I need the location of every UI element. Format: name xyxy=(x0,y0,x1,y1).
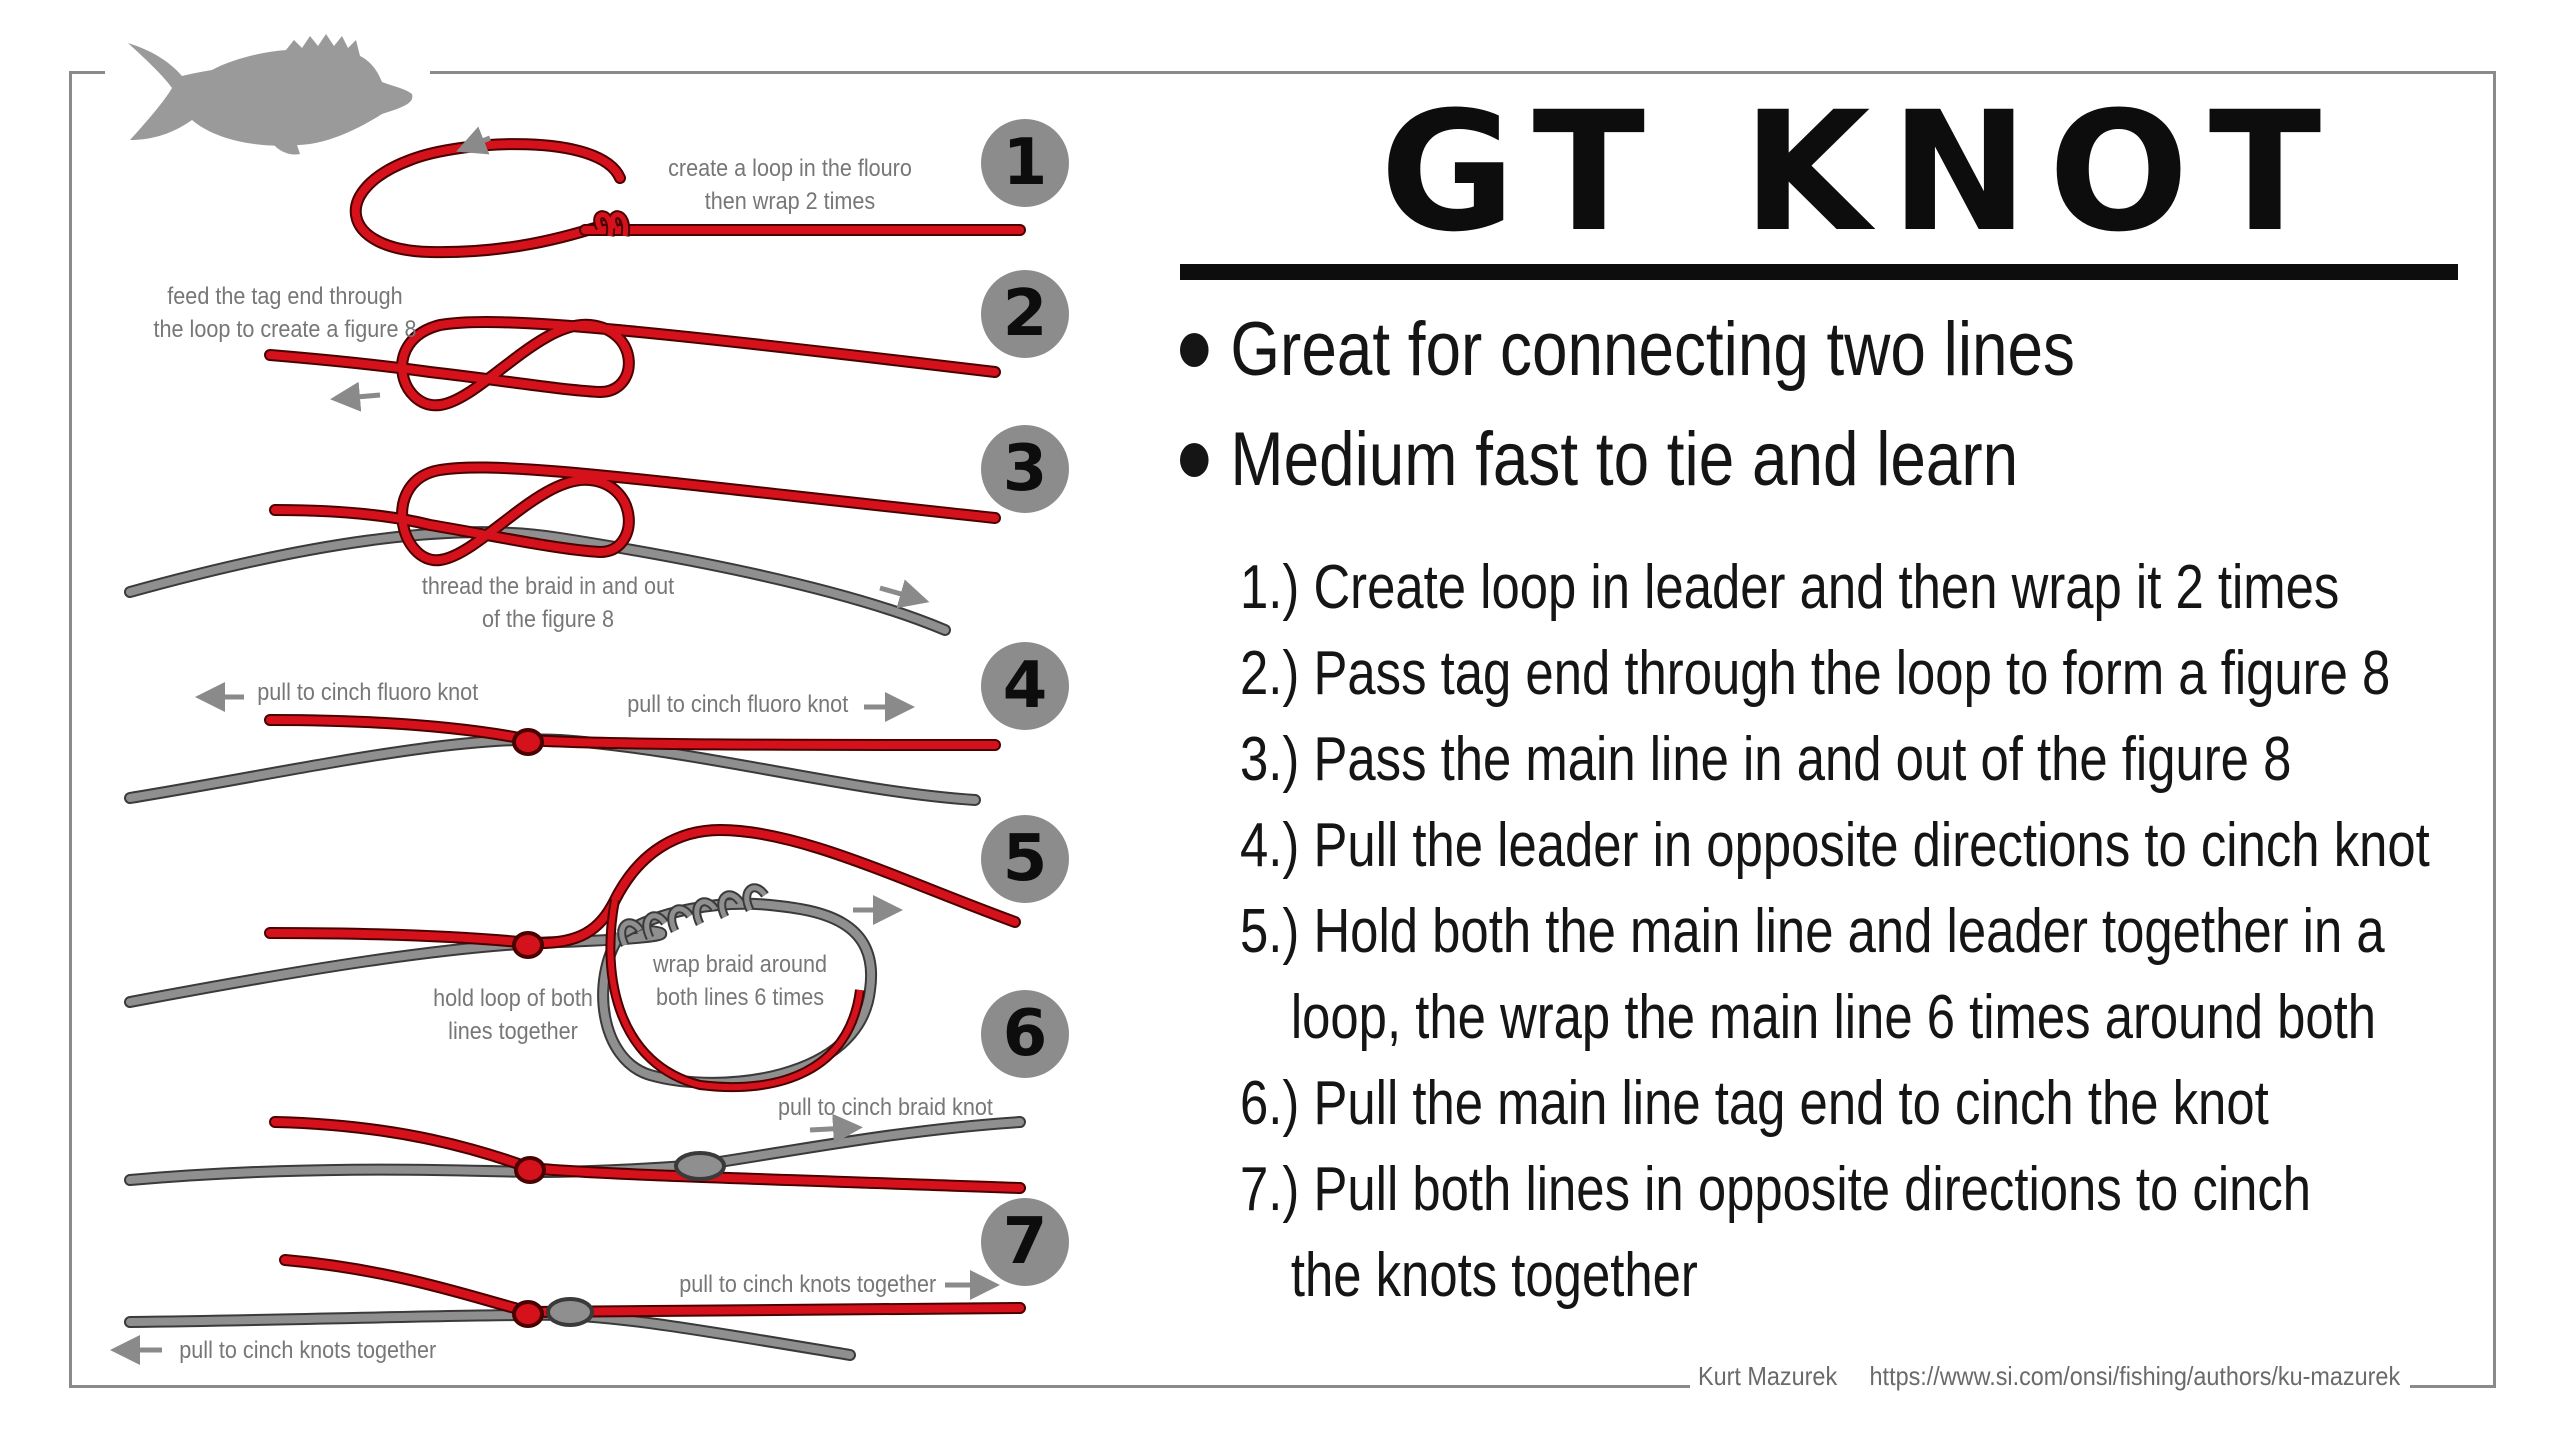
caption-line: create a loop in the flouro xyxy=(668,155,912,182)
bullet-item: Medium fast to tie and learn xyxy=(1180,405,2075,515)
step-number: 2.) xyxy=(1240,639,1300,708)
step-text: Pass the main line in and out of the fig… xyxy=(1313,725,2292,794)
step-3-illustration xyxy=(124,461,1001,636)
caption-line: both lines 6 times xyxy=(655,984,825,1011)
step-1-illustration xyxy=(349,126,1026,259)
step-item: 1.) Create loop in leader and then wrap … xyxy=(1240,545,2430,631)
caption-line: thread the braid in and out xyxy=(421,573,675,600)
step-5-wrap-caption: wrap braid around both lines 6 times xyxy=(632,948,848,1014)
step-text: Pull the leader in opposite directions t… xyxy=(1313,811,2430,880)
step-item: 5.) Hold both the main line and leader t… xyxy=(1240,889,2430,1061)
page-title: GT KNOT xyxy=(1380,76,2342,268)
bass-fish-icon xyxy=(128,34,413,155)
step-5-illustration xyxy=(124,823,1021,1093)
credits: Kurt Mazurek https://www.si.com/onsi/fish… xyxy=(1698,1361,2433,1392)
step-text: Hold both the main line and leader toget… xyxy=(1313,897,2385,966)
step-6-illustration xyxy=(124,1113,1026,1194)
bullet-list: Great for connecting two lines Medium fa… xyxy=(1180,295,2245,515)
caption-line: of the figure 8 xyxy=(481,606,615,633)
step-1-caption: create a loop in the flouro then wrap 2 … xyxy=(646,152,934,218)
caption-line: feed the tag end through xyxy=(167,283,403,310)
bullet-dot-icon xyxy=(1180,333,1209,367)
step-text: Pull the main line tag end to cinch the … xyxy=(1313,1069,2269,1138)
knot-diagram xyxy=(110,126,1026,1365)
step-item: 2.) Pass tag end through the loop to for… xyxy=(1240,631,2430,717)
step-4-left-caption: pull to cinch fluoro knot xyxy=(257,679,479,706)
author-name: Kurt Mazurek xyxy=(1698,1361,1838,1391)
step-item: 7.) Pull both lines in opposite directio… xyxy=(1240,1147,2430,1319)
step-item: 4.) Pull the leader in opposite directio… xyxy=(1240,803,2430,889)
step-text: Pull both lines in opposite directions t… xyxy=(1313,1155,2312,1224)
step-badge-2: 2 xyxy=(981,270,1069,358)
caption-line: hold loop of both xyxy=(433,985,593,1012)
bullet-item: Great for connecting two lines xyxy=(1180,295,2075,405)
step-7-left-caption: pull to cinch knots together xyxy=(179,1337,437,1364)
step-5-hold-caption: hold loop of both lines together xyxy=(410,982,617,1048)
step-4-illustration xyxy=(124,682,1001,806)
step-number: 3.) xyxy=(1240,725,1300,794)
step-item: 6.) Pull the main line tag end to cinch … xyxy=(1240,1061,2430,1147)
step-2-caption: feed the tag end through the loop to cre… xyxy=(141,280,429,346)
step-text: Create loop in leader and then wrap it 2… xyxy=(1313,553,2340,622)
step-badge-7: 7 xyxy=(981,1198,1069,1286)
step-number: 7.) xyxy=(1240,1155,1300,1224)
step-badge-4: 4 xyxy=(981,642,1069,730)
step-4-right-caption: pull to cinch fluoro knot xyxy=(627,691,849,718)
title-underline xyxy=(1180,264,2458,280)
author-url[interactable]: https://www.si.com/onsi/fishing/authors/… xyxy=(1869,1361,2401,1391)
caption-line: then wrap 2 times xyxy=(704,188,876,215)
step-2-illustration xyxy=(264,316,1001,412)
step-number: 6.) xyxy=(1240,1069,1300,1138)
caption-line: lines together xyxy=(448,1018,578,1045)
step-list: 1.) Create loop in leader and then wrap … xyxy=(1240,545,2560,1319)
step-6-caption: pull to cinch braid knot xyxy=(777,1094,993,1121)
step-number: 4.) xyxy=(1240,811,1300,880)
step-badge-3: 3 xyxy=(981,425,1069,513)
step-number: 1.) xyxy=(1240,553,1300,622)
step-number: 5.) xyxy=(1240,897,1300,966)
border-frame xyxy=(69,71,2496,1388)
step-3-caption: thread the braid in and out of the figur… xyxy=(413,570,683,636)
bullet-text: Medium fast to tie and learn xyxy=(1230,417,2019,502)
step-text-continued: loop, the wrap the main line 6 times aro… xyxy=(1290,983,2377,1052)
step-badge-1: 1 xyxy=(981,119,1069,207)
step-7-illustration xyxy=(110,1254,1026,1365)
frame-gap xyxy=(1690,1376,2410,1400)
step-7-right-caption: pull to cinch knots together xyxy=(679,1271,937,1298)
step-text-continued: the knots together xyxy=(1290,1241,1698,1310)
step-badge-5: 5 xyxy=(981,815,1069,903)
caption-line: the loop to create a figure 8 xyxy=(153,316,417,343)
step-text: Pass tag end through the loop to form a … xyxy=(1313,639,2391,708)
caption-line: wrap braid around xyxy=(652,951,828,978)
step-badge-6: 6 xyxy=(981,990,1069,1078)
bullet-dot-icon xyxy=(1180,443,1209,477)
bullet-text: Great for connecting two lines xyxy=(1230,307,2075,392)
step-item: 3.) Pass the main line in and out of the… xyxy=(1240,717,2430,803)
